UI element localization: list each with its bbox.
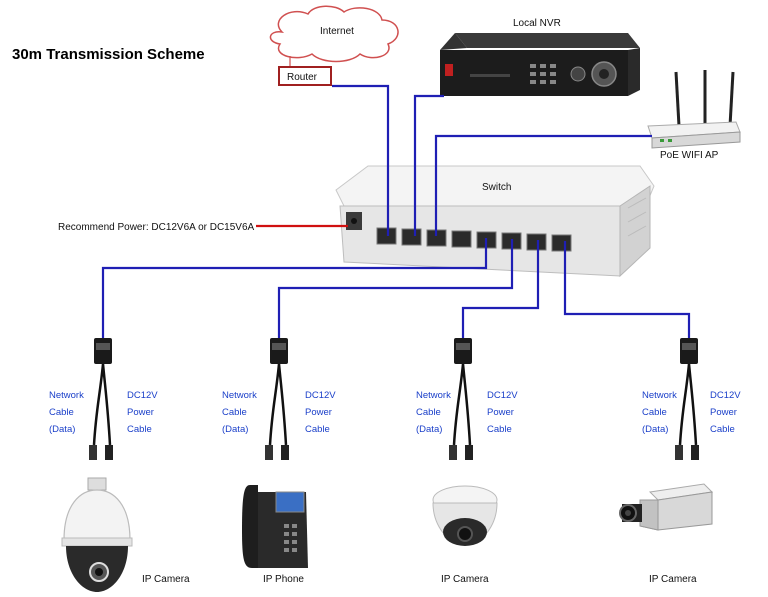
svg-text:DC12V: DC12V: [487, 390, 518, 401]
uplink-wires: [332, 84, 652, 236]
diagram-title: 30m Transmission Scheme: [12, 46, 205, 63]
svg-text:Cable: Cable: [127, 424, 152, 435]
router-box: [278, 66, 332, 86]
poe-splitter-4: [675, 338, 699, 460]
svg-text:Power: Power: [710, 407, 737, 418]
svg-text:Network: Network: [222, 390, 257, 401]
ip-phone-icon: [242, 485, 308, 568]
downlink-wires: [101, 238, 691, 338]
device-label-4: IP Camera: [649, 574, 697, 585]
poe-splitter-3: [449, 338, 473, 460]
box-camera-icon: [619, 483, 714, 531]
svg-text:(Data): (Data): [49, 424, 75, 435]
splitter-labels-4: Network Cable (Data) DC12V Power Cable: [642, 390, 741, 435]
switch-label: Switch: [482, 182, 511, 193]
svg-text:Cable: Cable: [710, 424, 735, 435]
power-note-label: Recommend Power: DC12V6A or DC15V6A: [58, 222, 255, 233]
internet-cloud-icon: [269, 5, 399, 63]
svg-text:Power: Power: [487, 407, 514, 418]
svg-text:Power: Power: [305, 407, 332, 418]
internet-label: Internet: [320, 26, 354, 37]
dome-camera-icon: [432, 485, 498, 546]
svg-text:Cable: Cable: [416, 407, 441, 418]
svg-text:(Data): (Data): [416, 424, 442, 435]
svg-text:Cable: Cable: [222, 407, 247, 418]
svg-text:Cable: Cable: [49, 407, 74, 418]
speed-dome-camera-icon: [61, 477, 133, 592]
splitter-labels-2: Network Cable (Data) DC12V Power Cable: [222, 390, 336, 435]
device-label-2: IP Phone: [263, 574, 304, 585]
svg-text:Cable: Cable: [642, 407, 667, 418]
svg-text:Cable: Cable: [305, 424, 330, 435]
poe-splitter-1: [89, 338, 113, 460]
device-label-1: IP Camera: [142, 574, 190, 585]
svg-text:Network: Network: [416, 390, 451, 401]
svg-text:Power: Power: [127, 407, 154, 418]
router-label: Router: [287, 72, 318, 83]
splitter-labels-1: Network Cable (Data) DC12V Power Cable: [49, 390, 158, 435]
wifi-ap-label: PoE WIFI AP: [660, 150, 719, 161]
svg-text:Cable: Cable: [487, 424, 512, 435]
svg-text:Network: Network: [642, 390, 677, 401]
poe-splitter-2: [265, 338, 289, 460]
svg-text:(Data): (Data): [642, 424, 668, 435]
nvr-device-icon: [440, 33, 640, 96]
device-label-3: IP Camera: [441, 574, 489, 585]
svg-text:DC12V: DC12V: [305, 390, 336, 401]
splitter-labels-3: Network Cable (Data) DC12V Power Cable: [416, 390, 518, 435]
svg-text:(Data): (Data): [222, 424, 248, 435]
nvr-label: Local NVR: [513, 18, 561, 29]
svg-text:DC12V: DC12V: [127, 390, 158, 401]
svg-text:Network: Network: [49, 390, 84, 401]
wifi-ap-icon: [647, 70, 741, 149]
svg-text:DC12V: DC12V: [710, 390, 741, 401]
